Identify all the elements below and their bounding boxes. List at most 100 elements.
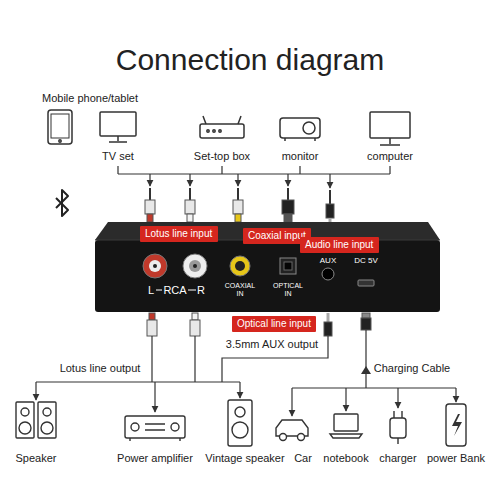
output-device-icons [125, 416, 185, 438]
receiver-ports [280, 258, 296, 274]
output-plugs [362, 313, 370, 318]
output-device-icons [16, 400, 466, 446]
port-tag: Audio line input [300, 237, 379, 253]
output-plugs [192, 313, 198, 320]
source-device-icons [48, 110, 72, 144]
output-wires [291, 388, 292, 416]
output-device-icons [390, 418, 406, 438]
output-device-icons [38, 402, 56, 438]
source-device-icons [303, 122, 315, 134]
source-device-icons [207, 130, 209, 132]
receiver-housing [95, 240, 440, 312]
output-device-icons [21, 408, 29, 416]
source-device-icons [200, 124, 244, 138]
output-device-icons [131, 423, 139, 431]
bluetooth-symbol [56, 190, 68, 216]
output-device-icons [232, 422, 248, 438]
output-device-icons [235, 407, 245, 417]
tag-text: Audio line input [305, 239, 373, 251]
output-device-icons [228, 400, 252, 446]
receiver-ports [235, 261, 245, 271]
output-plugs [149, 313, 155, 320]
output-wires [239, 382, 240, 398]
output-device-icons [130, 424, 180, 441]
output-plugs [147, 320, 157, 336]
output-plugs [324, 322, 332, 336]
output-device-icons [171, 423, 179, 431]
output-device-icons [41, 422, 53, 434]
output-device-icons [452, 414, 462, 436]
device-label: computer [367, 150, 413, 163]
source-device-icons [280, 118, 320, 138]
output-device-icons [16, 402, 34, 438]
output-device-icons [330, 434, 362, 438]
input-plugs [233, 200, 243, 214]
output-wires [35, 382, 36, 400]
device-label: 3.5mm AUX output [226, 338, 318, 351]
receiver-ports [284, 262, 292, 270]
source-device-icons [100, 112, 136, 136]
source-device-icons [380, 138, 400, 145]
output-wires [361, 366, 371, 374]
source-device-icons [219, 130, 221, 132]
receiver-ports [193, 264, 197, 268]
receiver-ports [189, 260, 201, 272]
device-label: charger [379, 452, 416, 465]
output-device-icons [334, 414, 358, 431]
input-wires [329, 174, 330, 188]
device-label: Speaker [16, 452, 57, 465]
output-plugs [361, 318, 371, 330]
device-label: TV set [102, 150, 134, 163]
input-wires [237, 174, 238, 186]
device-label: Set-top box [194, 150, 250, 163]
receiver-ports [153, 264, 157, 268]
device-label: monitor [282, 150, 319, 163]
port-label: DC 5V [354, 256, 378, 266]
receiver-body: LRCARCOAXIAL INOPTICAL INAUXDC 5V [95, 240, 440, 312]
port-label: R [197, 284, 205, 297]
device-label: Vintage speaker [205, 452, 284, 465]
input-plugs [185, 200, 195, 214]
tag-text: Coaxial input [248, 230, 306, 242]
output-device-icons [19, 422, 31, 434]
receiver-housing [95, 222, 440, 312]
input-plugs [147, 214, 153, 222]
output-wires [397, 388, 398, 408]
output-wires [154, 382, 155, 412]
input-wires [189, 174, 190, 186]
source-device-icons [48, 110, 410, 145]
input-wires [118, 166, 390, 204]
port-label: AUX [320, 256, 336, 266]
input-plugs [284, 214, 292, 222]
input-plugs [187, 214, 193, 222]
port-label: L [148, 284, 154, 297]
device-label: Power amplifier [117, 452, 193, 465]
output-device-icons [43, 408, 51, 416]
source-device-icons [203, 116, 241, 124]
input-wires [118, 166, 390, 174]
output-device-icons [394, 411, 402, 444]
receiver-ports [143, 254, 167, 278]
device-label: Mobile phone/tablet [42, 92, 138, 105]
output-device-icons [280, 434, 287, 441]
input-plugs [326, 204, 334, 218]
output-plugs [147, 313, 371, 336]
device-label: Car [294, 452, 312, 465]
input-plugs [235, 214, 241, 222]
input-wires [287, 174, 288, 186]
receiver-ports [149, 260, 161, 272]
receiver-ports [322, 268, 334, 280]
source-device-icons [51, 114, 69, 138]
source-device-icons [59, 140, 61, 142]
output-plugs [190, 320, 200, 336]
source-device-icons [213, 130, 215, 132]
output-wires [345, 388, 346, 411]
tag-text: Lotus line input [145, 228, 212, 240]
source-device-icons [109, 136, 127, 142]
device-label: notebook [323, 452, 368, 465]
port-label: COAXIAL IN [223, 282, 257, 298]
output-wires [36, 336, 328, 382]
output-device-icons [298, 434, 305, 441]
receiver-ports [358, 280, 374, 286]
